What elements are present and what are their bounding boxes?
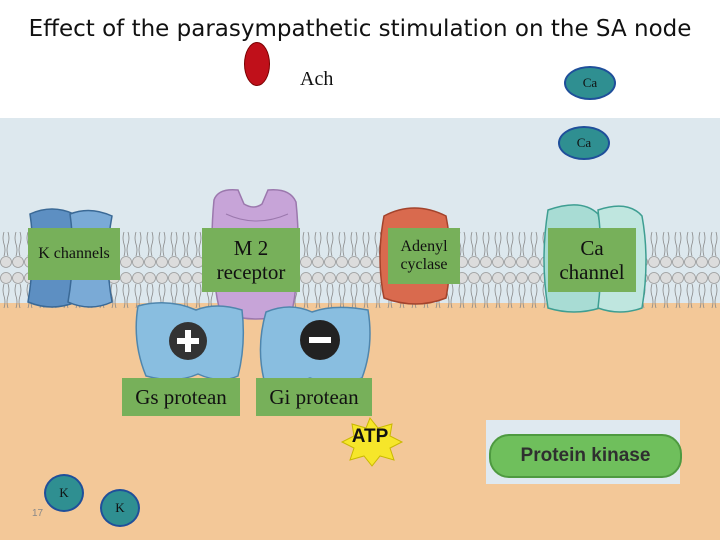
- adenyl-cyclase-label: Adenyl cyclase: [388, 228, 460, 284]
- page-title: Effect of the parasympathetic stimulatio…: [28, 16, 692, 42]
- ca-channel-label-text: Ca channel: [559, 235, 625, 284]
- k-ion-right: K: [100, 489, 140, 527]
- m2-receptor-label-text: M 2 receptor: [216, 235, 286, 284]
- ca-ion-top-label: Ca: [582, 75, 598, 90]
- k-ion-left: K: [44, 474, 84, 512]
- k-channels-label-text: K channels: [38, 244, 110, 262]
- atp-starburst: [340, 417, 404, 467]
- stimulatory-plus-icon: [169, 322, 207, 360]
- gi-protein-label-text: Gi protean: [269, 384, 359, 409]
- inhibitory-minus-icon: [300, 320, 340, 360]
- protein-kinase-label: Protein kinase: [489, 434, 682, 478]
- page-number: 17: [32, 508, 44, 519]
- atp-label: ATP: [351, 426, 389, 447]
- ca-ion-top: Ca: [564, 66, 616, 100]
- ca-ion-middle: Ca: [558, 126, 610, 160]
- gs-protein-label: Gs protean: [122, 378, 240, 416]
- gs-protein-label-text: Gs protean: [135, 384, 227, 409]
- ca-ion-middle-label: Ca: [576, 135, 592, 150]
- ach-label: Ach: [300, 68, 334, 90]
- k-ion-left-label: K: [59, 485, 69, 500]
- m2-receptor-label: M 2 receptor: [202, 228, 300, 292]
- gi-protein-label: Gi protean: [256, 378, 372, 416]
- k-channels-label: K channels: [28, 228, 120, 280]
- adenyl-cyclase-label-text: Adenyl cyclase: [400, 237, 448, 273]
- k-ion-right-label: K: [115, 500, 125, 515]
- acetylcholine-molecule: [244, 42, 270, 86]
- ca-channel-label: Ca channel: [548, 228, 636, 292]
